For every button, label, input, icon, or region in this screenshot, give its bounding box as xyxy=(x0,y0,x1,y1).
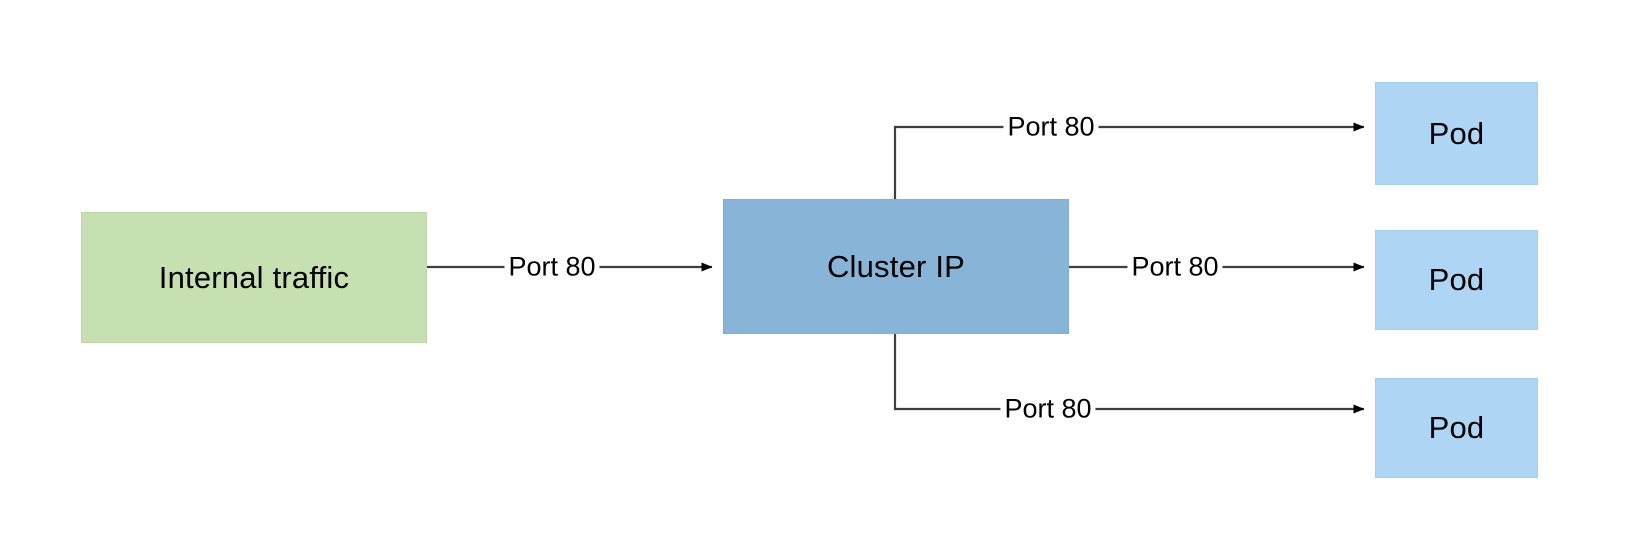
node-pod-2-label: Pod xyxy=(1428,262,1485,297)
node-pod-3[interactable]: Pod xyxy=(1375,378,1538,478)
node-cluster-ip-label: Cluster IP xyxy=(826,248,966,284)
edge-service-to-pod-3 xyxy=(893,334,1365,414)
edge-label-source-to-service: Port 80 xyxy=(504,251,600,283)
node-internal-traffic-label: Internal traffic xyxy=(158,259,350,295)
node-pod-1[interactable]: Pod xyxy=(1375,82,1538,185)
node-cluster-ip[interactable]: Cluster IP xyxy=(723,199,1069,334)
node-pod-3-label: Pod xyxy=(1428,410,1485,445)
node-pod-2[interactable]: Pod xyxy=(1375,230,1538,330)
edge-label-service-to-pod-3: Port 80 xyxy=(1000,393,1096,425)
node-pod-1-label: Pod xyxy=(1428,115,1485,151)
edge-label-service-to-pod-1: Port 80 xyxy=(1003,111,1099,143)
edge-service-to-pod-1 xyxy=(893,122,1365,199)
node-internal-traffic[interactable]: Internal traffic xyxy=(81,212,427,343)
edge-label-service-to-pod-2: Port 80 xyxy=(1127,251,1223,283)
